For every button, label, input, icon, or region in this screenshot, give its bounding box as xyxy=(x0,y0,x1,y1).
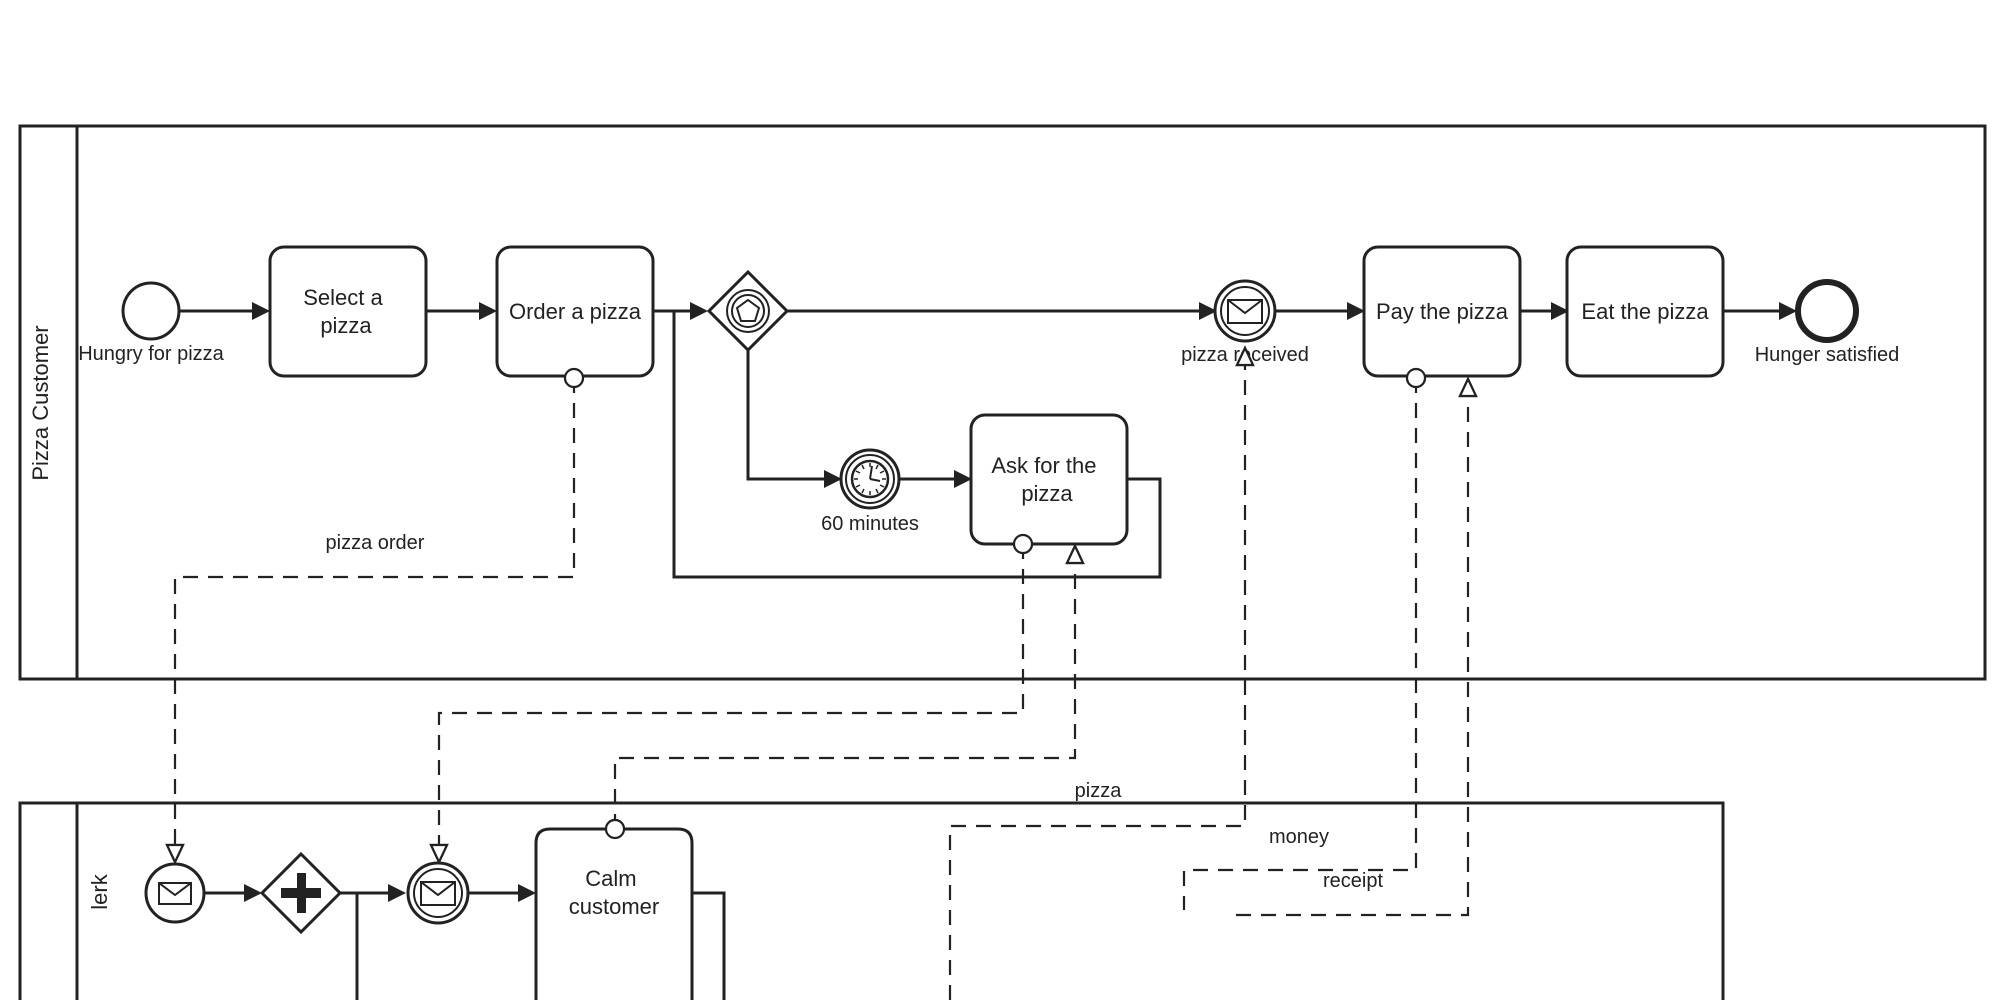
sequence-flows-clerk xyxy=(205,884,726,1000)
task-calm-customer-label: Calm customer xyxy=(569,866,659,919)
message-flows: pizza order pizza money receipt xyxy=(165,345,1478,1000)
message-flow-ask[interactable] xyxy=(437,544,1025,845)
task-select-pizza[interactable]: Select a pizza xyxy=(268,245,428,378)
timer-event-60-minutes[interactable] xyxy=(839,448,901,510)
end-event-hunger-satisfied[interactable] xyxy=(1795,279,1859,343)
task-order-pizza-label: Order a pizza xyxy=(509,299,642,324)
message-label-pizza-order: pizza order xyxy=(326,532,425,554)
message-flow-calm[interactable] xyxy=(613,563,1077,829)
pool-clerk[interactable]: lerk xyxy=(18,801,1725,1000)
plus-icon xyxy=(281,873,321,913)
task-order-pizza[interactable]: Order a pizza xyxy=(495,245,655,378)
message-flow-receipt[interactable] xyxy=(1236,396,1470,917)
task-select-pizza-label: Select a pizza xyxy=(303,285,389,338)
task-pay-pizza[interactable]: Pay the pizza xyxy=(1362,245,1522,378)
task-pay-pizza-label: Pay the pizza xyxy=(1376,299,1509,324)
pentagon-icon xyxy=(726,289,770,333)
task-eat-pizza-label: Eat the pizza xyxy=(1581,299,1709,324)
envelope-icon xyxy=(1227,299,1263,324)
message-flow-pizza[interactable] xyxy=(948,365,1247,1000)
flow-calm-loop[interactable] xyxy=(692,891,726,1000)
timer-event-label: 60 minutes xyxy=(821,513,919,535)
sequence-flows-customer xyxy=(180,302,1797,579)
end-event-label: Hunger satisfied xyxy=(1755,344,1900,366)
task-ask-for-pizza-label: Ask for the pizza xyxy=(991,453,1102,506)
task-calm-customer[interactable]: Calm customer xyxy=(534,827,694,1000)
start-event-label: Hungry for pizza xyxy=(78,343,224,365)
task-eat-pizza[interactable]: Eat the pizza xyxy=(1565,245,1725,378)
pool-clerk-label: lerk xyxy=(87,873,112,909)
clock-icon xyxy=(850,459,890,499)
flow-ask-loop[interactable] xyxy=(672,311,1162,579)
pool-pizza-customer[interactable]: Pizza Customer xyxy=(18,124,1987,681)
message-label-money: money xyxy=(1269,826,1329,848)
message-label-receipt: receipt xyxy=(1323,870,1383,892)
message-label-pizza: pizza xyxy=(1075,780,1123,802)
pool-pizza-customer-label: Pizza Customer xyxy=(28,325,53,480)
message-flow-pizza-order[interactable] xyxy=(173,378,576,845)
message-catch-event[interactable] xyxy=(406,861,470,925)
message-start-event[interactable] xyxy=(144,862,206,924)
envelope-icon xyxy=(420,881,456,906)
event-based-gateway[interactable] xyxy=(706,269,790,353)
flow-gateway-timer[interactable] xyxy=(746,350,825,481)
task-ask-for-pizza[interactable]: Ask for the pizza xyxy=(969,413,1129,546)
message-event-pizza-received[interactable] xyxy=(1213,279,1277,343)
start-event-hungry[interactable] xyxy=(121,281,181,341)
message-flow-money[interactable] xyxy=(1182,378,1418,910)
envelope-icon xyxy=(158,882,192,905)
parallel-gateway[interactable] xyxy=(259,851,343,935)
